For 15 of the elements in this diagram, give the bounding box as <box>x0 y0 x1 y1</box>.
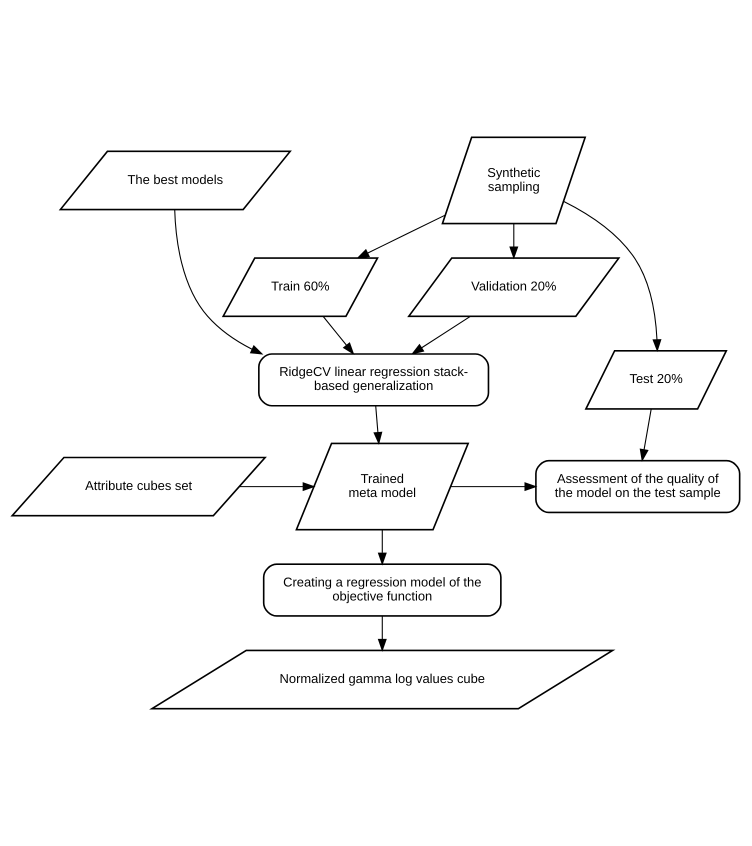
arrow <box>322 316 354 355</box>
arrow <box>640 409 652 462</box>
arrow <box>240 482 316 492</box>
node-box: RidgeCV linear regression stack-based generalization <box>258 353 490 407</box>
arrow <box>378 530 387 566</box>
node-box: Assessment of the quality of the model on the test sample <box>535 460 740 514</box>
node-box: Creating a regression model of the objective function <box>262 563 502 617</box>
arrow <box>373 406 382 445</box>
arrow <box>411 316 471 355</box>
arrow <box>563 200 662 352</box>
arrow <box>356 214 446 259</box>
arrow <box>174 210 264 355</box>
arrow <box>450 482 538 492</box>
arrow <box>509 224 518 260</box>
arrow <box>378 616 387 652</box>
